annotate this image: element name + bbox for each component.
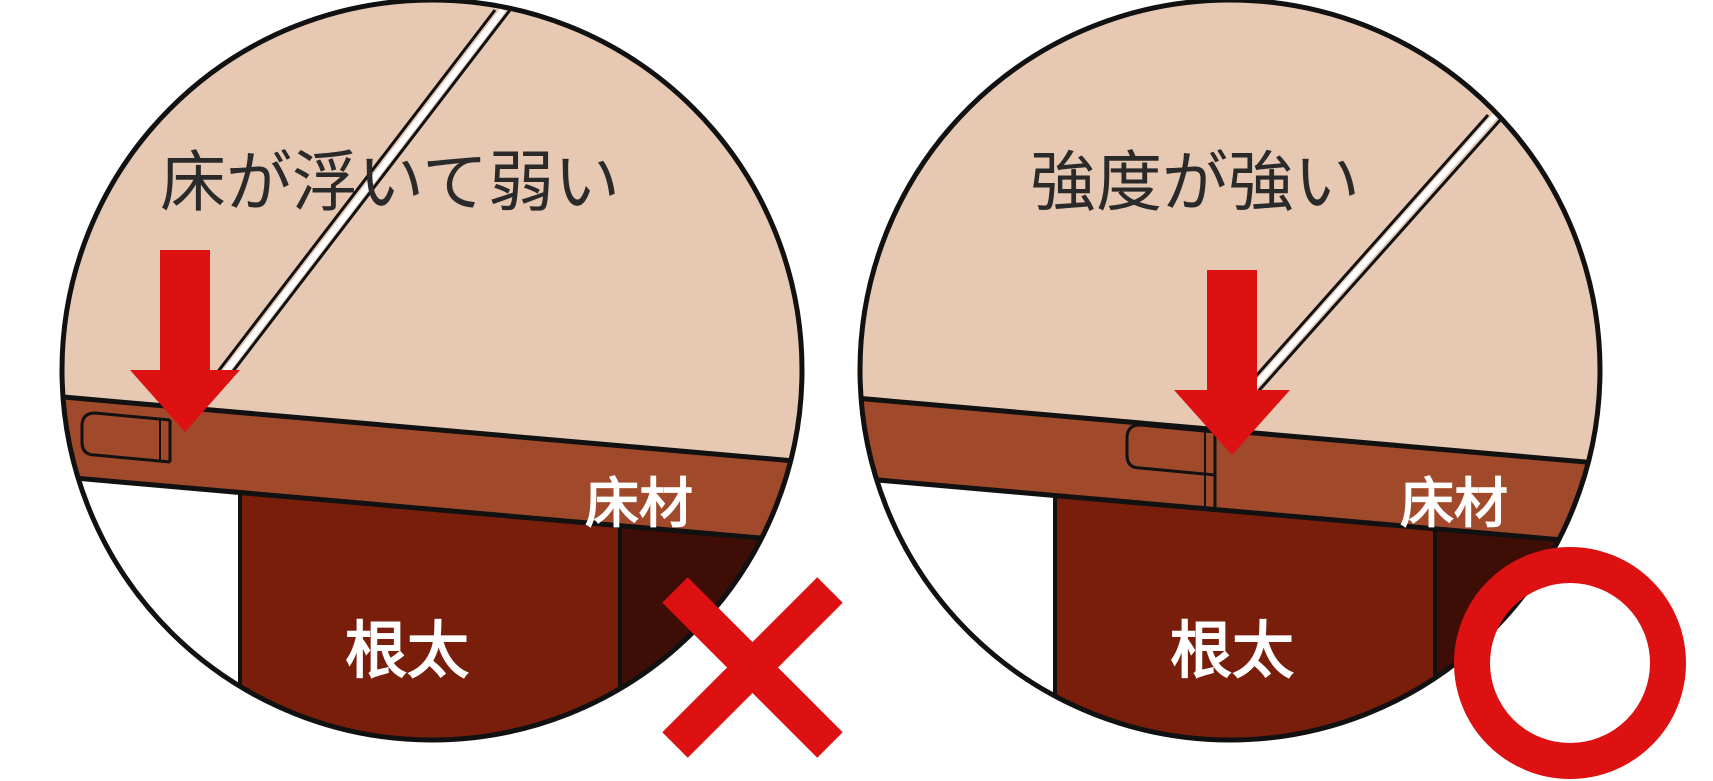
cross-mark-icon — [662, 577, 843, 758]
panel-strong-floor: 強度が強い 床材 根太 — [857, 0, 1686, 779]
wall-line-inner — [212, 9, 512, 397]
down-arrow-icon — [130, 250, 240, 432]
floor-board — [62, 392, 802, 548]
panel-title: 床が浮いて弱い — [160, 144, 620, 221]
floor-board — [860, 395, 1600, 548]
joist-label: 根太 — [1170, 614, 1294, 687]
panel-weak-floor: 床が浮いて弱い 床材 根太 — [59, 0, 843, 758]
board-joint — [80, 411, 171, 464]
floor-label: 床材 — [1400, 472, 1508, 535]
down-arrow-icon — [1174, 270, 1290, 455]
panel-title: 強度が強い — [1030, 144, 1360, 221]
wall-gap — [204, 8, 506, 398]
board-joint — [1125, 423, 1216, 477]
wall-gap — [1212, 114, 1498, 433]
wall-line-inner — [1220, 117, 1504, 433]
detail-circle-outline — [857, 0, 1603, 743]
circle-mark-icon — [1454, 547, 1686, 779]
detail-circle-outline — [59, 0, 805, 743]
wall-line — [198, 9, 497, 396]
joist-label: 根太 — [345, 614, 469, 687]
floor-label: 床材 — [585, 472, 693, 535]
